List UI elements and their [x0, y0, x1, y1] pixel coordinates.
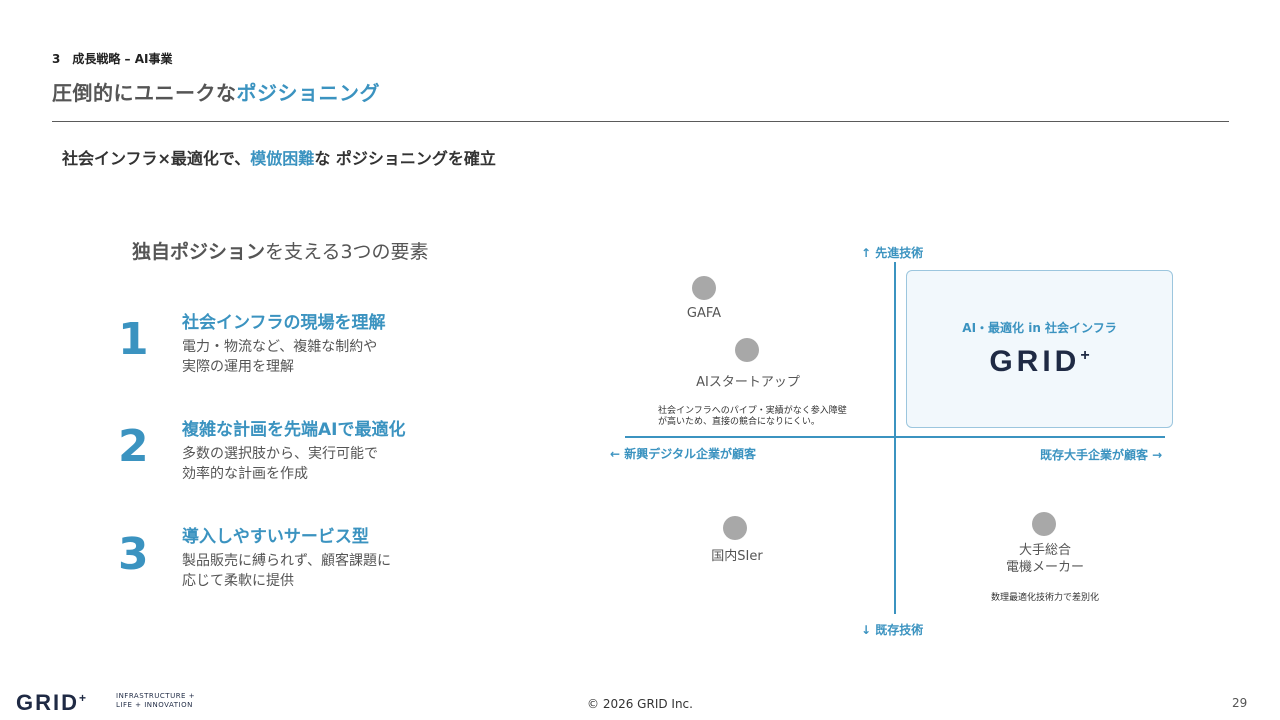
grid-box-label: AI・最適化 in 社会インフラ [962, 321, 1117, 335]
element-number: 2 [118, 421, 149, 472]
title-divider [52, 121, 1229, 122]
element-desc-line: 効率的な計画を作成 [182, 466, 308, 482]
section-number: 3 [52, 52, 61, 66]
copyright: © 2026 GRID Inc. [587, 697, 693, 711]
vertical-axis [894, 262, 896, 614]
element-number: 3 [118, 529, 149, 580]
major-maker-line: 大手総合 [1018, 543, 1071, 558]
player-dot-ai-startup [735, 338, 759, 362]
axis-right-label: 既存大手企業が顧客 → [1040, 448, 1163, 462]
element-description: 多数の選択肢から、実行可能で 効率的な計画を作成 [182, 444, 378, 484]
horizontal-axis [625, 436, 1165, 438]
element-desc-line: 電力・物流など、複雑な制約や [182, 339, 378, 355]
lead-part1: 社会インフラ×最適化で、 [62, 149, 251, 168]
footer-tagline: INFRASTRUCTURE + LIFE + INNOVATION [116, 692, 195, 710]
lead-statement: 社会インフラ×最適化で、模倣困難な ポジショニングを確立 [62, 145, 496, 169]
axis-left-label: ← 新興デジタル企業が顧客 [610, 447, 756, 461]
section-name: 成長戦略 – AI事業 [72, 52, 173, 66]
startup-note-line: 社会インフラへのパイプ・実績がなく参入障壁 [658, 406, 847, 416]
player-label-ai-startup: AIスタートアップ [696, 375, 800, 390]
player-label-domestic-sier: 国内SIer [711, 549, 763, 564]
element-title: 導入しやすいサービス型 [182, 527, 369, 547]
page-number: 29 [1232, 696, 1248, 710]
lead-highlight: 模倣困難 [250, 149, 315, 168]
axis-bottom-label: ↓ 既存技術 [861, 623, 924, 637]
major-maker-line: 電機メーカー [1005, 560, 1084, 575]
element-desc-line: 実際の運用を理解 [182, 359, 294, 375]
elements-heading: 独自ポジションを支える3つの要素 [132, 237, 429, 264]
startup-note-line: が高いため、直接の競合になりにくい。 [658, 417, 820, 427]
maker-note: 数理最適化技術力で差別化 [991, 593, 1100, 603]
element-title: 複雑な計画を先端AIで最適化 [182, 420, 406, 440]
grid-logo-plus: + [1080, 347, 1090, 364]
footer-tagline-line: LIFE + INNOVATION [116, 701, 193, 709]
startup-note: 社会インフラへのパイプ・実績がなく参入障壁 が高いため、直接の競合になりにくい。 [658, 406, 847, 428]
section-label: 3 成長戦略 – AI事業 [52, 50, 172, 67]
footer-logo-plus: + [79, 691, 87, 705]
footer-logo: GRID+ [16, 690, 86, 716]
lead-part2: な ポジショニングを確立 [314, 149, 496, 168]
page-title-plain: 圧倒的にユニークな [52, 81, 237, 105]
page-title-highlight: ポジショニング [236, 81, 380, 105]
element-number: 1 [118, 314, 149, 365]
player-label-major-maker: 大手総合 電機メーカー [990, 542, 1100, 576]
player-dot-domestic-sier [723, 516, 747, 540]
element-desc-line: 製品販売に縛られず、顧客課題に [182, 553, 392, 569]
elements-heading-strong: 独自ポジション [132, 241, 266, 263]
element-desc-line: 多数の選択肢から、実行可能で [182, 446, 378, 462]
grid-logo: GRID+ [907, 345, 1172, 379]
page-title: 圧倒的にユニークなポジショニング [52, 77, 380, 106]
grid-logo-text: GRID [989, 345, 1081, 378]
footer-logo-text: GRID [16, 690, 79, 715]
elements-heading-rest: を支える3つの要素 [265, 241, 429, 263]
player-dot-gafa [692, 276, 716, 300]
player-label-gafa: GAFA [686, 306, 722, 321]
element-title: 社会インフラの現場を理解 [182, 313, 386, 333]
player-dot-major-maker [1032, 512, 1056, 536]
element-description: 製品販売に縛られず、顧客課題に 応じて柔軟に提供 [182, 551, 391, 591]
grid-position-box: AI・最適化 in 社会インフラ GRID+ [906, 270, 1173, 428]
footer-tagline-line: INFRASTRUCTURE + [116, 692, 196, 700]
element-desc-line: 応じて柔軟に提供 [182, 573, 294, 589]
element-description: 電力・物流など、複雑な制約や 実際の運用を理解 [182, 337, 377, 377]
axis-top-label: ↑ 先進技術 [861, 246, 924, 260]
